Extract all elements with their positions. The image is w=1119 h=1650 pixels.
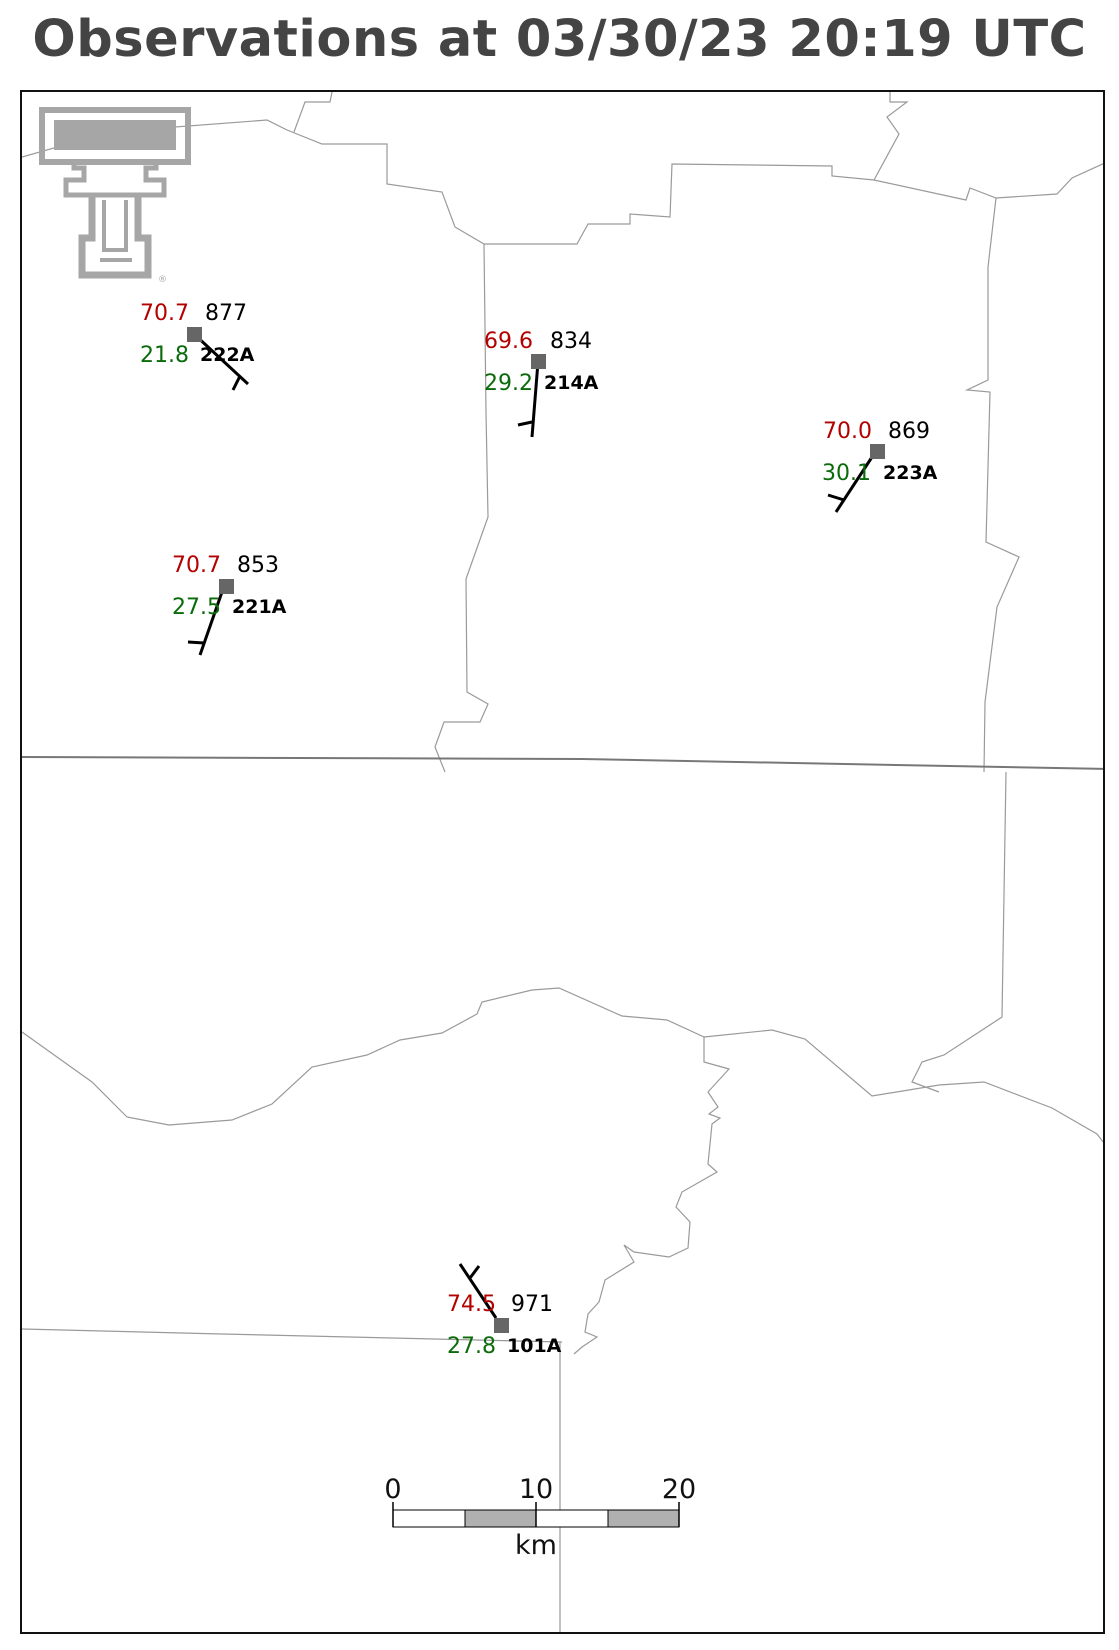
scale-segment [392,1509,466,1528]
scale-label: 10 [519,1474,553,1505]
scale-bar: 0 10 20 km [384,1474,696,1561]
scale-label: 20 [662,1474,696,1505]
station-marker [531,354,546,369]
wind-barb-flag [231,375,242,391]
dewpoint-label: 29.2 [484,371,533,396]
pressure-label: 971 [511,1292,553,1317]
wind-barb-flag [827,493,845,502]
county-boundary [293,92,333,133]
pressure-label: 869 [888,419,930,444]
station-214A[interactable]: 69.6 834 29.2 214A [484,329,599,438]
county-boundary [434,243,489,773]
county-boundary [22,119,1103,245]
pressure-label: 834 [550,329,592,354]
wind-barb-shaft [834,453,876,513]
station-marker [219,579,234,594]
station-id-label: 101A [507,1335,562,1357]
scale-segment [535,1509,609,1528]
temperature-label: 70.0 [823,419,872,444]
pressure-label: 877 [205,301,247,326]
pressure-label: 853 [237,553,279,578]
wind-barb-shaft [198,591,224,656]
station-id-label: 214A [544,372,599,394]
dewpoint-label: 21.8 [140,343,189,368]
scale-label: 0 [384,1474,401,1505]
station-id-label: 221A [232,596,287,618]
station-101A[interactable]: 74.5 971 27.8 101A [447,1263,562,1359]
station-marker [187,327,202,342]
station-id-label: 223A [883,462,938,484]
scale-segment [607,1509,680,1528]
station-marker [870,444,885,459]
county-boundary [22,1328,563,1343]
dewpoint-label: 27.8 [447,1334,496,1359]
map-title: Observations at 03/30/23 20:19 UTC [32,10,1087,69]
wind-barb-flag [468,1265,481,1279]
dewpoint-label: 30.1 [822,461,871,486]
registered-mark: ® [158,275,167,285]
county-boundary [703,1029,1103,1143]
wind-barb-shaft [458,1263,498,1319]
dewpoint-label: 27.5 [172,595,221,620]
scale-unit: km [515,1530,557,1561]
temperature-label: 69.6 [484,329,533,354]
station-222A[interactable]: 70.7 877 21.8 222A [140,301,255,391]
texas-tech-double-t-logo: ® [39,107,191,285]
county-boundary [873,92,909,181]
state-boundary [22,756,1103,770]
county-boundary [911,771,1007,1093]
wind-barb-shaft [530,361,540,438]
county-boundary [964,197,1020,773]
station-223A[interactable]: 70.0 869 30.1 223A [822,419,938,513]
scale-segment [464,1509,537,1528]
wind-barb-flag [187,640,205,645]
temperature-label: 74.5 [447,1292,496,1317]
station-221A[interactable]: 70.7 853 27.5 221A [172,553,287,656]
temperature-label: 70.7 [172,553,221,578]
county-boundaries [22,92,1103,1632]
station-id-label: 222A [200,344,255,366]
temperature-label: 70.7 [140,301,189,326]
wind-barb-flag [517,420,533,427]
station-marker [494,1318,509,1333]
county-boundary [22,987,731,1355]
map-frame[interactable]: ® 70.7 877 21.8 222A 69.6 834 29.2 214A [20,90,1105,1634]
